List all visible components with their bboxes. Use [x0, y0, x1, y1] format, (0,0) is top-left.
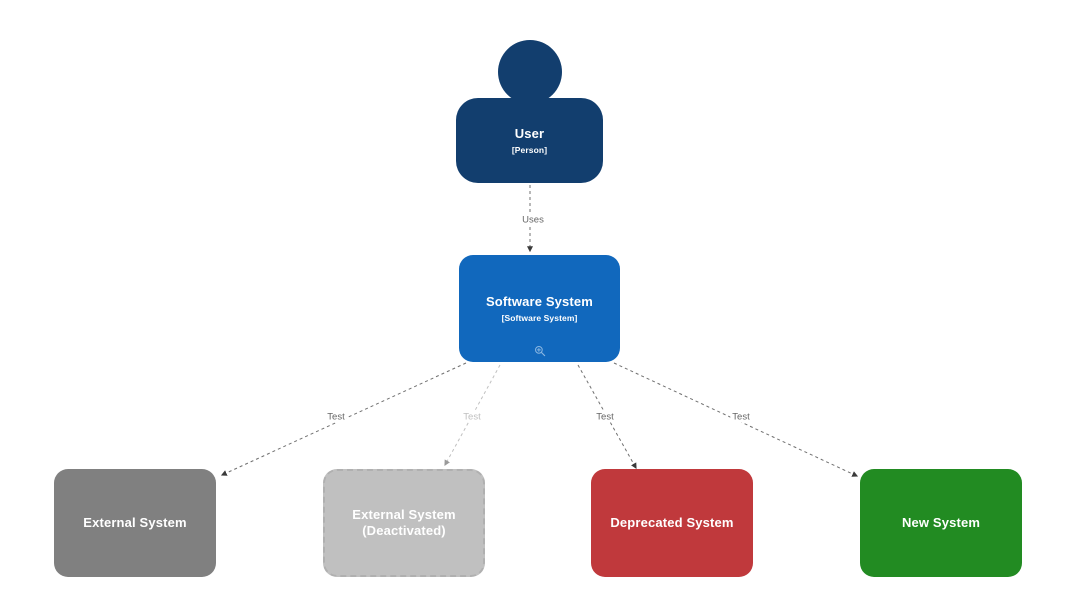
- node-new-system-title: New System: [901, 515, 981, 530]
- edge-label-uses: Uses: [520, 214, 546, 226]
- node-user-subtitle: [Person]: [511, 144, 548, 155]
- edge-label-uses-external-system: Test: [325, 411, 347, 423]
- node-external-system-deactivated[interactable]: External System (Deactivated): [323, 469, 485, 577]
- edge-line: [577, 364, 637, 470]
- edge-software-system-to-external-system-deactivated[interactable]: [444, 364, 501, 467]
- edge-label-test-new-system: Test: [730, 411, 752, 423]
- edge-label-test-deprecated-system: Test: [594, 411, 616, 423]
- node-user[interactable]: User [Person]: [456, 40, 603, 183]
- node-software-system[interactable]: Software System [Software System]: [459, 255, 620, 362]
- person-head-icon: [497, 40, 562, 104]
- node-deprecated-system-title: Deprecated System: [610, 515, 734, 530]
- node-new-system[interactable]: New System: [860, 469, 1022, 577]
- node-software-system-title: Software System: [485, 293, 593, 309]
- edge-software-system-to-deprecated-system[interactable]: [577, 364, 637, 470]
- node-software-system-subtitle: [Software System]: [501, 312, 578, 323]
- node-deprecated-system[interactable]: Deprecated System: [591, 469, 753, 577]
- node-user-title: User: [514, 125, 545, 141]
- edge-label-test-external-system-deactivated: Test: [461, 411, 483, 423]
- node-external-system-deactivated-title-line2: (Deactivated): [362, 523, 446, 538]
- edge-line: [444, 364, 501, 467]
- node-external-system-title: External System: [83, 515, 187, 530]
- person-body: User [Person]: [456, 98, 603, 183]
- node-external-system[interactable]: External System: [54, 469, 216, 577]
- node-external-system-deactivated-title-line1: External System: [352, 507, 456, 522]
- magnifier-plus-icon[interactable]: [533, 344, 547, 358]
